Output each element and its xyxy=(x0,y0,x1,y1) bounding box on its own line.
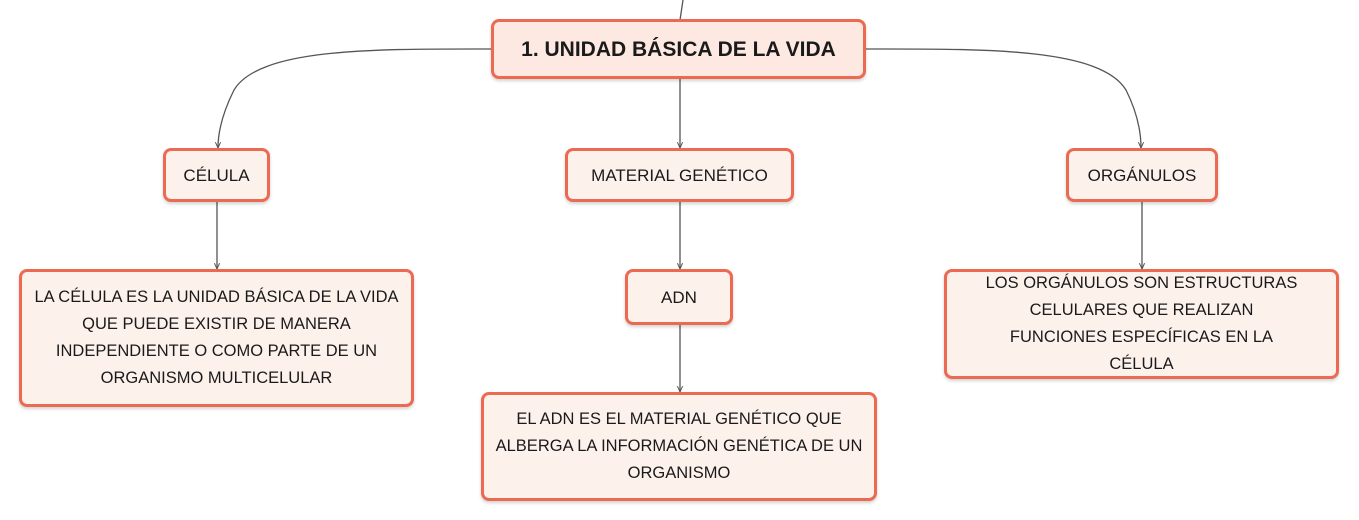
node-adn[interactable]: ADN xyxy=(625,269,733,325)
node-organulos[interactable]: ORGÁNULOS xyxy=(1066,148,1218,202)
node-adn-description[interactable]: EL ADN ES EL MATERIAL GENÉTICO QUE ALBER… xyxy=(481,392,877,501)
node-material-genetico[interactable]: MATERIAL GENÉTICO xyxy=(565,148,794,202)
connector-root-to-organulos xyxy=(864,48,1141,148)
node-celula-description[interactable]: LA CÉLULA ES LA UNIDAD BÁSICA DE LA VIDA… xyxy=(19,269,414,407)
connector-parent-to-root xyxy=(679,0,684,21)
node-celula[interactable]: CÉLULA xyxy=(163,148,270,202)
node-organulos-description[interactable]: LOS ORGÁNULOS SON ESTRUCTURAS CELULARES … xyxy=(944,269,1339,379)
root-node[interactable]: 1. UNIDAD BÁSICA DE LA VIDA xyxy=(491,19,866,79)
connector-root-to-celula xyxy=(218,48,493,148)
